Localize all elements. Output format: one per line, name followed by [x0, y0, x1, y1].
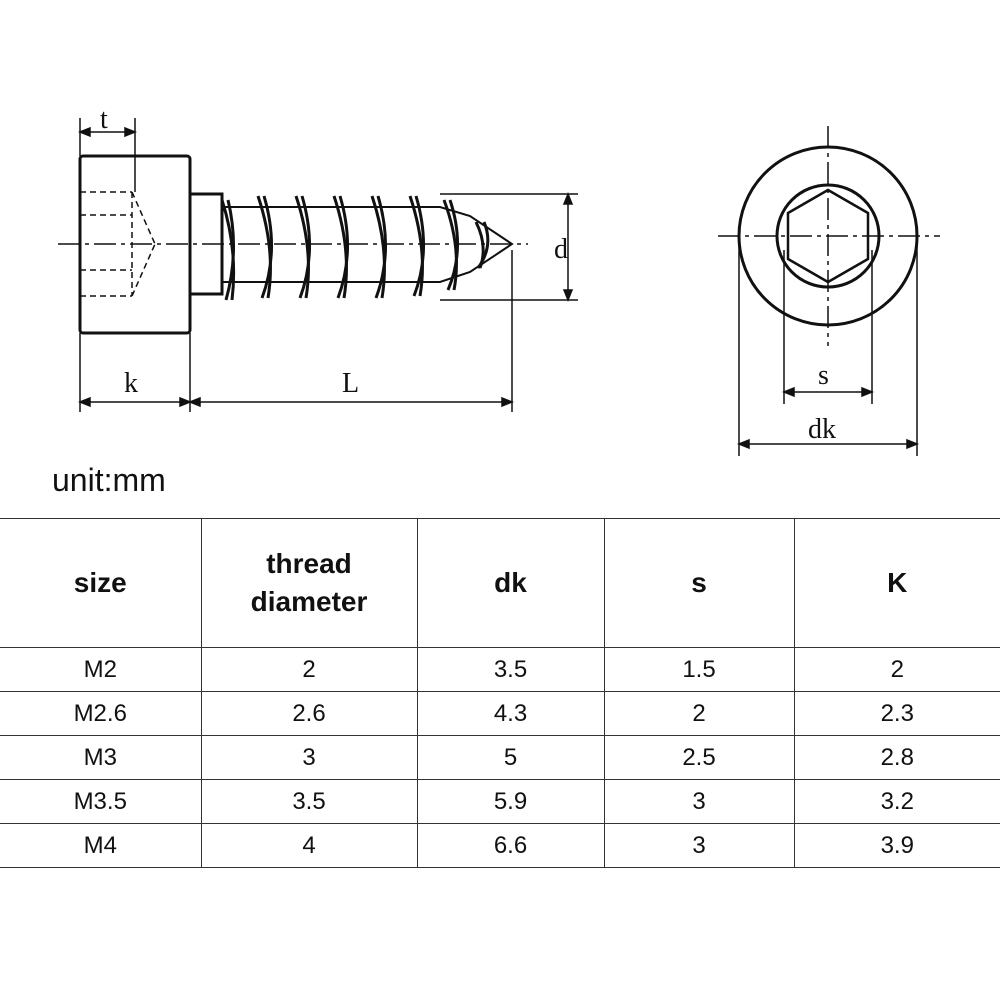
label-k: k — [124, 368, 138, 399]
table-cell: M2.6 — [0, 691, 202, 736]
table-cell: 3 — [603, 779, 795, 824]
label-L: L — [342, 368, 359, 399]
table-cell: 1.5 — [603, 647, 795, 692]
screw-technical-drawing: t k L d s dk — [58, 104, 940, 456]
table-cell: 2.5 — [603, 735, 795, 780]
table-cell: 4 — [200, 823, 418, 868]
table-cell: 2 — [793, 647, 1000, 692]
thread-outline — [222, 206, 514, 283]
dimension-t — [77, 118, 138, 192]
thread-crests — [220, 195, 490, 301]
table-cell: M4 — [0, 823, 202, 868]
dimension-s — [781, 250, 875, 404]
table-cell: 5 — [416, 735, 605, 780]
table-header-cell: dk — [416, 518, 605, 648]
table-cell: 2.6 — [200, 691, 418, 736]
screw-end-view — [718, 126, 940, 346]
table-cell: 2.8 — [793, 735, 1000, 780]
table-cell: 3 — [200, 735, 418, 780]
dimension-d — [440, 191, 578, 303]
table-cell: 5.9 — [416, 779, 605, 824]
table-cell: 2 — [200, 647, 418, 692]
table-header-cell: size — [0, 518, 202, 648]
table-cell: 4.3 — [416, 691, 605, 736]
table-cell: 3.2 — [793, 779, 1000, 824]
table-cell: M2 — [0, 647, 202, 692]
table-cell: 3.9 — [793, 823, 1000, 868]
dimension-dk — [736, 236, 920, 456]
table-cell: 2.3 — [793, 691, 1000, 736]
label-dk: dk — [808, 414, 836, 445]
table-header-cell: s — [603, 518, 795, 648]
label-d: d — [554, 234, 568, 265]
screw-side-view — [58, 154, 528, 335]
dimension-k-L — [77, 250, 515, 412]
table-cell: 6.6 — [416, 823, 605, 868]
table-cell: 3.5 — [200, 779, 418, 824]
table-cell: M3.5 — [0, 779, 202, 824]
table-cell: 2 — [603, 691, 795, 736]
label-s: s — [818, 360, 829, 391]
table-cell: 3.5 — [416, 647, 605, 692]
unit-label: unit:mm — [52, 462, 166, 498]
table-cell: 3 — [603, 823, 795, 868]
label-t: t — [100, 104, 108, 135]
table-cell: M3 — [0, 735, 202, 780]
table-header-cell: K — [793, 518, 1000, 648]
